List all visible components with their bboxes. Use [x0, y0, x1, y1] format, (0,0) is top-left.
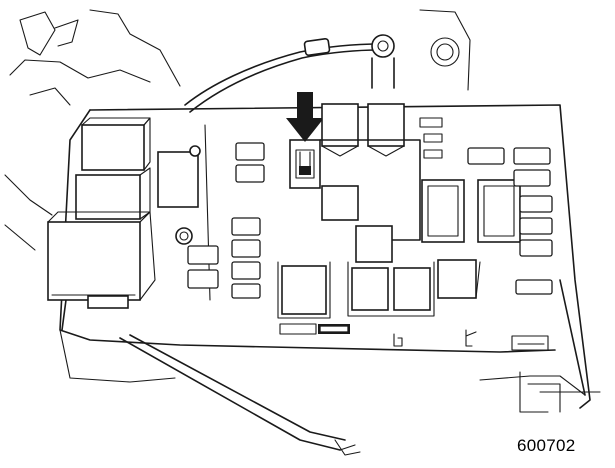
fuse: [393, 267, 431, 311]
mini-fuse: [231, 261, 261, 280]
fuse: [281, 265, 327, 315]
mini-fuse: [515, 279, 553, 295]
relay-group-left: [47, 117, 211, 309]
mini-fuse-column: [187, 142, 265, 299]
mini-fuse: [235, 142, 265, 161]
down-arrow-icon: [286, 92, 324, 142]
ground-cable: [184, 34, 395, 113]
mounting-bolt: [175, 227, 193, 245]
relay-block: [157, 151, 199, 208]
highlighted-fuse: [289, 139, 321, 189]
fuse: [437, 259, 477, 299]
relay-block: [421, 179, 465, 243]
mini-fuse: [519, 217, 553, 235]
fuse: [321, 103, 359, 147]
fuse: [351, 267, 389, 311]
fuse-row-top: [321, 103, 443, 159]
fuse-cluster-center: [277, 139, 481, 319]
mini-fuse: [519, 195, 553, 213]
mini-fuse: [231, 217, 261, 236]
surrounding-body: [4, 9, 471, 383]
bottom-details: [279, 323, 601, 413]
fuse: [355, 225, 393, 263]
target-fuse: [289, 139, 321, 189]
fuse: [367, 103, 405, 147]
mini-fuse: [231, 283, 261, 299]
fuse: [321, 185, 359, 221]
mini-fuse: [513, 169, 551, 187]
mini-fuse: [187, 245, 219, 265]
mini-fuse: [187, 269, 219, 289]
relay-block: [47, 221, 141, 301]
mini-fuse: [467, 147, 505, 165]
figure-number: 600702: [517, 436, 576, 455]
relay-block: [81, 124, 145, 171]
mini-fuse: [519, 239, 553, 257]
relay-terminal: [87, 295, 129, 309]
relay-group-right: [421, 147, 553, 295]
mini-fuse: [235, 164, 265, 183]
mini-fuse: [513, 147, 551, 165]
mini-fuse: [231, 239, 261, 258]
